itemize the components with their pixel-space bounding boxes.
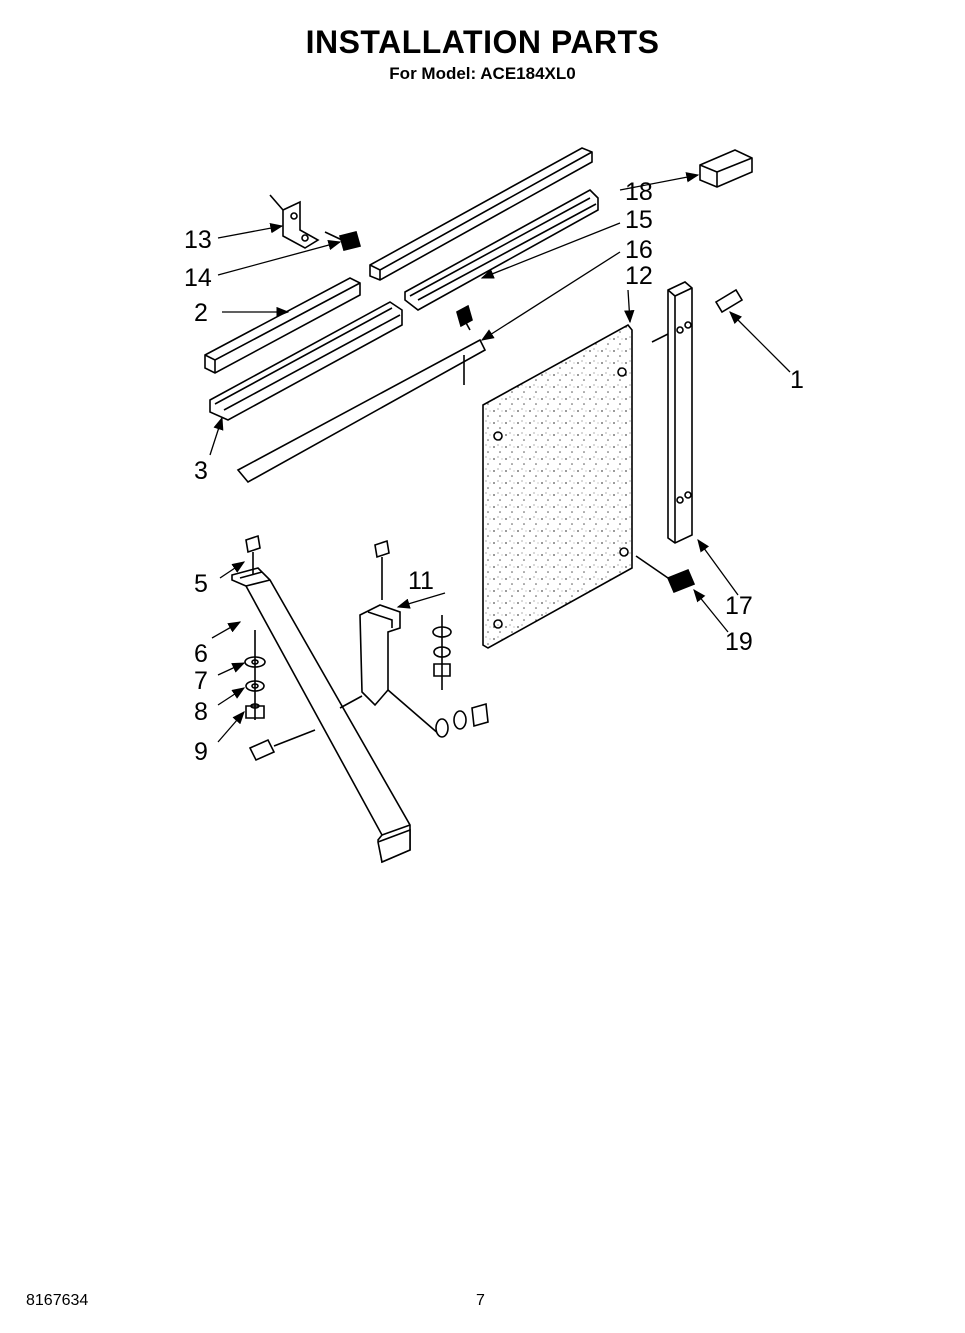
- part-17-strip: [651, 281, 693, 544]
- support-leg: [231, 567, 411, 864]
- callout-2: 2: [194, 299, 208, 327]
- callout-12: 12: [625, 262, 653, 290]
- part-19-screw: [666, 568, 696, 594]
- part-5-bolt: [245, 534, 261, 575]
- part-angle-strip: [236, 304, 487, 484]
- callout-19: 19: [725, 628, 753, 656]
- part-3-channel: [209, 301, 403, 421]
- callout-6: 6: [194, 640, 208, 668]
- part-15-rail: [369, 147, 593, 281]
- callout-9: 9: [194, 738, 208, 766]
- part-13-bracket: [269, 194, 320, 249]
- part-11-bracket: [339, 539, 441, 736]
- leader-lines: [209, 172, 791, 743]
- callout-labels: 1 2 3 5 6 7 8 9 11 12 13 14 15 16 17 18 …: [184, 178, 804, 766]
- page-number: 7: [476, 1292, 485, 1309]
- callout-11: 11: [408, 567, 434, 595]
- callout-16: 16: [625, 236, 653, 264]
- callout-8: 8: [194, 698, 208, 726]
- callout-14: 14: [184, 264, 212, 292]
- part-2-rail: [204, 277, 361, 374]
- callout-13: 13: [184, 226, 212, 254]
- callout-15: 15: [625, 206, 653, 234]
- callout-18: 18: [625, 178, 653, 206]
- part-16-channel: [404, 189, 599, 311]
- callout-7: 7: [194, 667, 208, 695]
- model-subtitle: For Model: ACE184XL0: [389, 64, 576, 83]
- page-title: INSTALLATION PARTS: [305, 24, 660, 60]
- callout-5: 5: [194, 570, 208, 598]
- part-18-block: [699, 149, 753, 188]
- hardware-right: [432, 615, 489, 738]
- document-number: 8167634: [26, 1292, 89, 1309]
- part-1-screw: [714, 288, 744, 314]
- bolt-lower: [248, 738, 276, 762]
- part-14-screw: [324, 231, 361, 251]
- part-12-panel: [482, 323, 633, 649]
- callout-1: 1: [790, 366, 804, 394]
- callout-17: 17: [725, 592, 753, 620]
- callout-3: 3: [194, 457, 208, 485]
